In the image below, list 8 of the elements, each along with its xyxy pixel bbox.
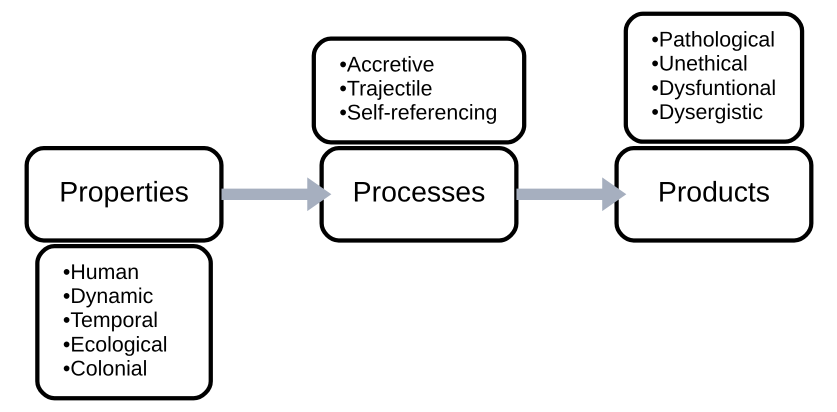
- node-box: •Accretive •Trajectile •Self-referencing: [311, 36, 526, 145]
- node-box: Products: [614, 146, 813, 243]
- node-box: Processes: [319, 146, 518, 243]
- node-box: •Pathological •Unethical •Dysfuntional •Dysergistic: [623, 12, 804, 144]
- node-box: •Human •Dynamic •Temporal •Ecological •Colonial: [34, 244, 212, 400]
- arrow: [516, 177, 626, 212]
- node-box: Properties: [24, 146, 224, 243]
- arrow: [221, 177, 331, 212]
